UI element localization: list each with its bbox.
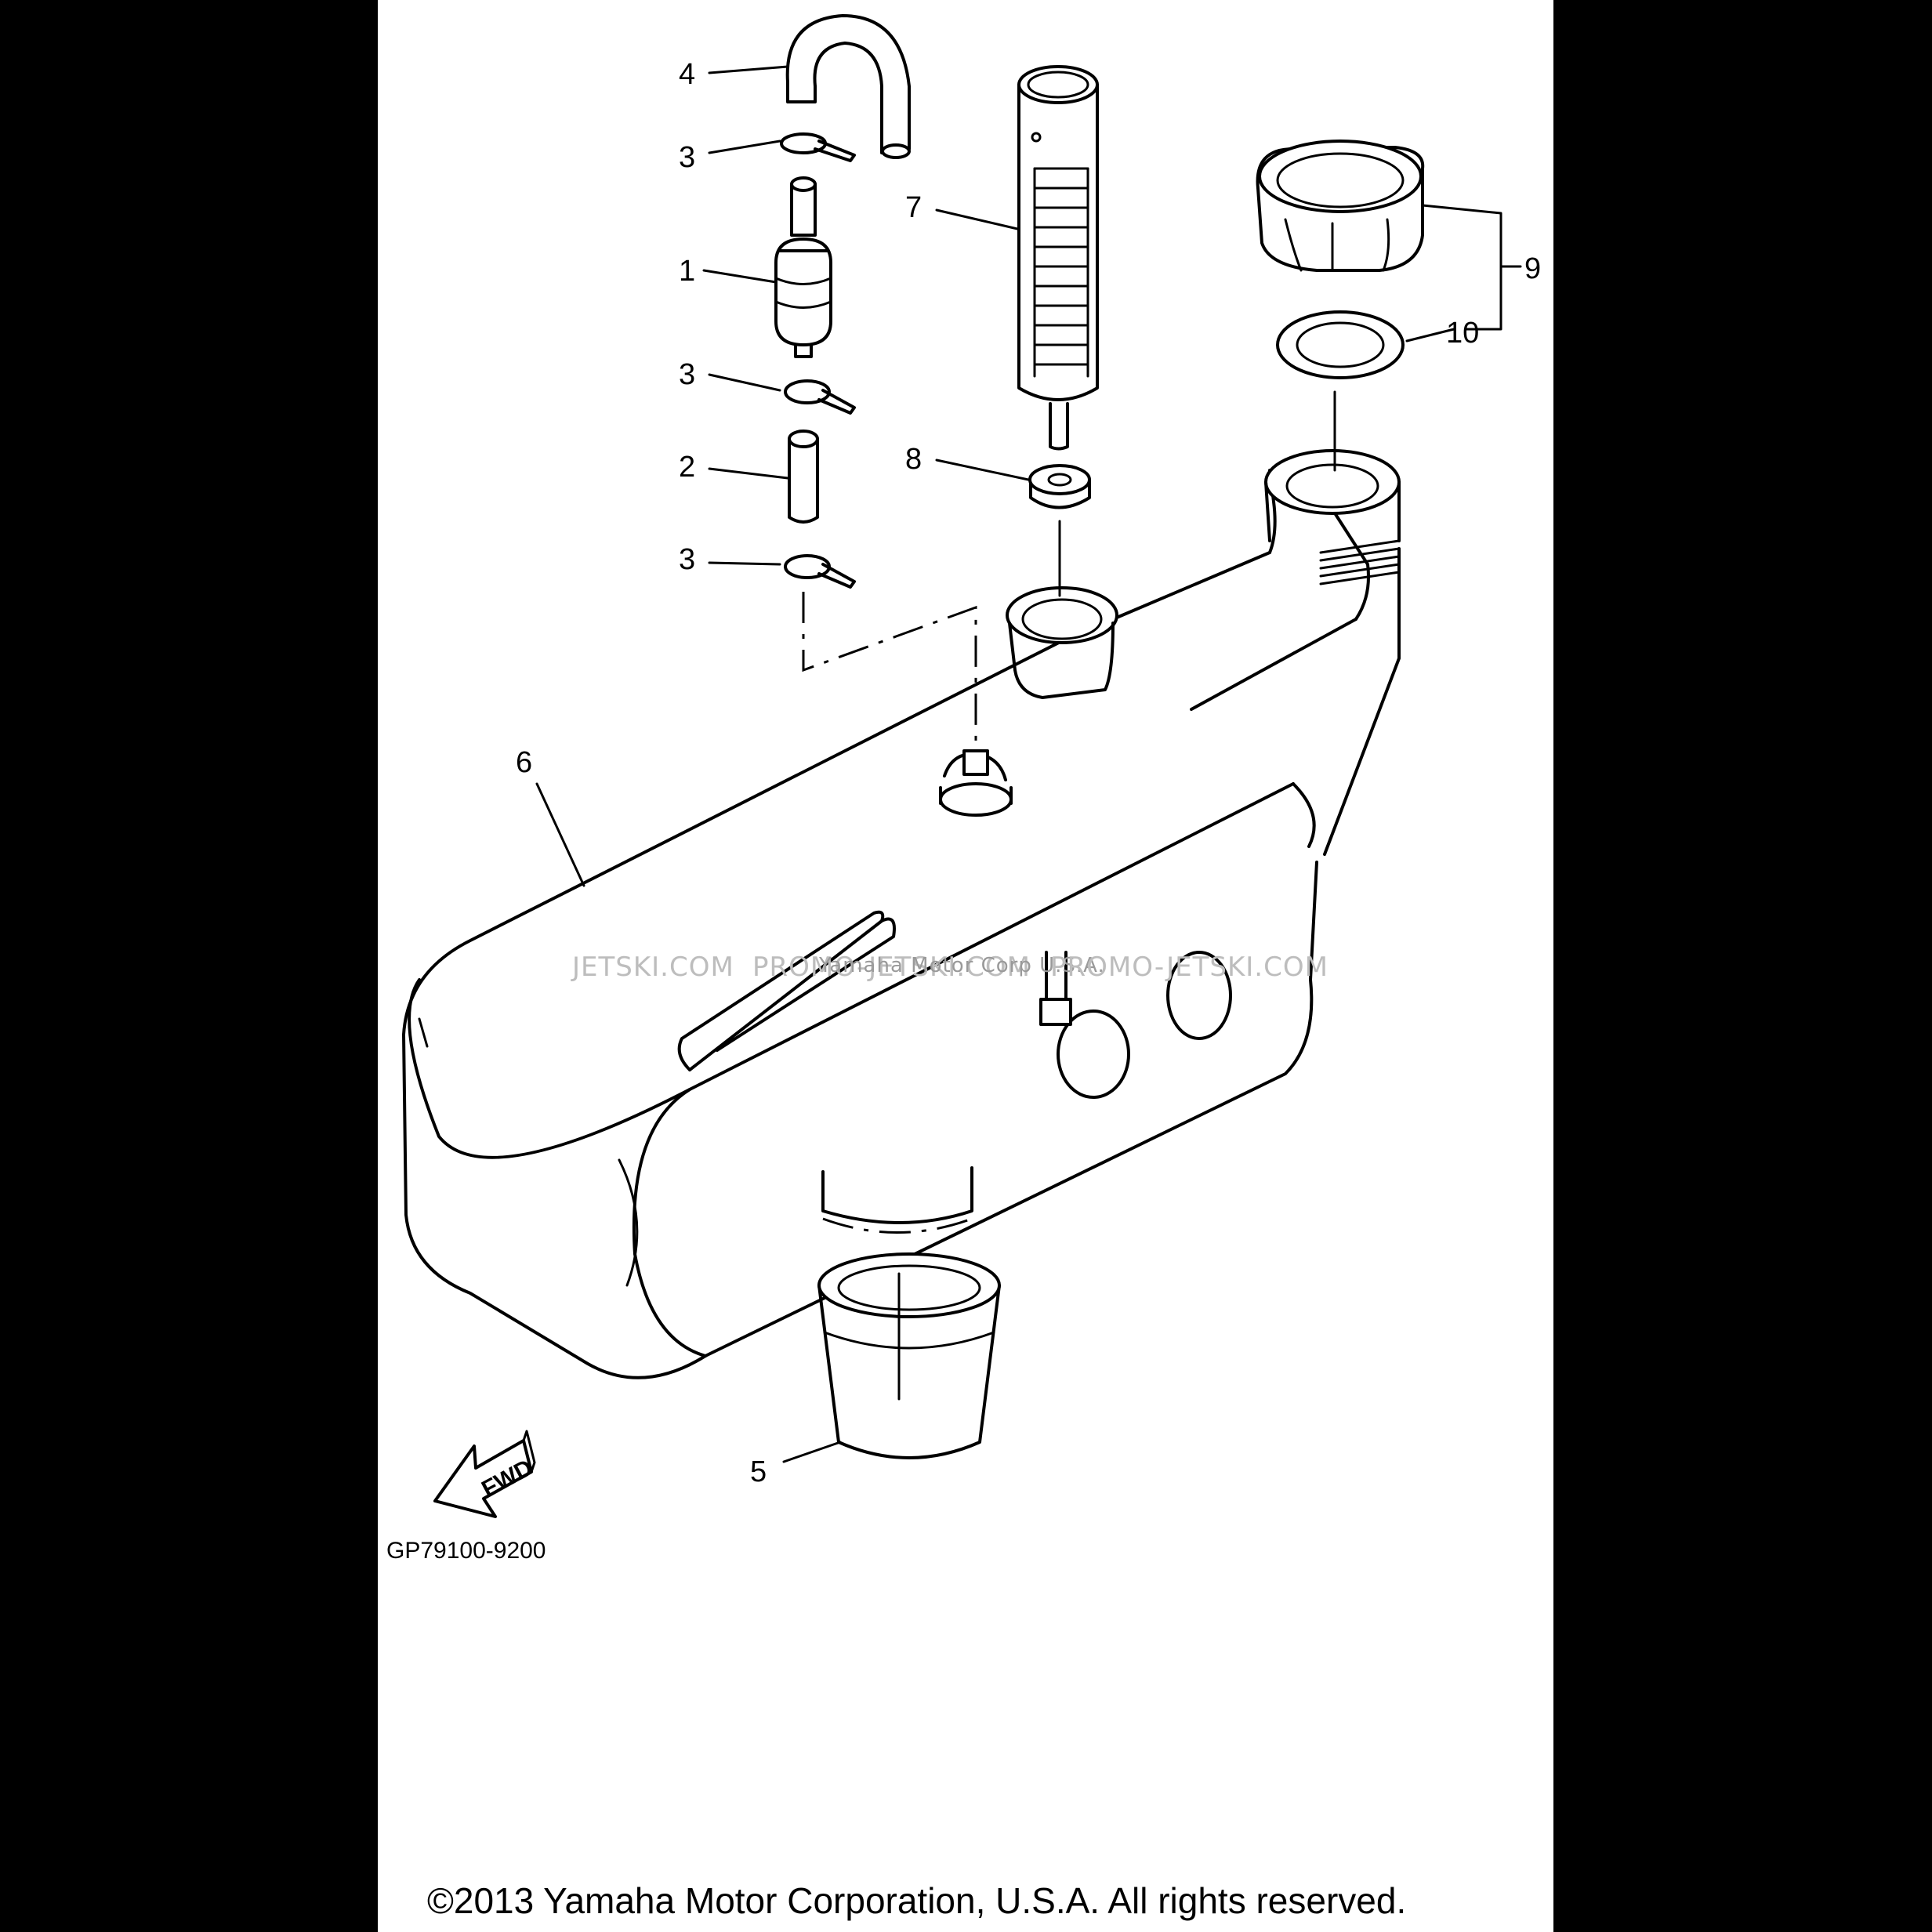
callout-9: 9 [1524, 252, 1541, 285]
callout-4: 4 [679, 58, 695, 91]
watermark-left: JETSKI.COM [571, 952, 734, 983]
copyright-notice: ©2013 Yamaha Motor Corporation, U.S.A. A… [427, 1880, 1406, 1921]
callout-10: 10 [1446, 317, 1479, 350]
hose-u-part-4 [785, 14, 911, 159]
callout-3-top: 3 [679, 141, 695, 174]
strainer-part-7 [1017, 65, 1099, 451]
watermark-overlay: Yamaha Motor Corp U.S.A. [818, 954, 1105, 977]
connection-line-filter [802, 592, 977, 749]
clip-part-3-mid [784, 379, 856, 415]
callout-1: 1 [679, 255, 695, 288]
cap-part-9 [1256, 140, 1425, 272]
callout-2: 2 [679, 451, 695, 484]
fwd-direction-arrow: FWD [433, 1430, 537, 1518]
watermark-middle: PROMO-JETSKI.COM [752, 952, 1031, 983]
grommet-part-8 [1028, 464, 1091, 509]
watermark-right: PROMO-JETSKI.COM [1050, 952, 1328, 983]
drawing-code: GP79100-9200 [386, 1538, 546, 1564]
gasket-part-10 [1276, 310, 1405, 379]
callout-8: 8 [905, 443, 922, 476]
callout-3-bottom: 3 [679, 543, 695, 576]
leader-lines [535, 65, 1522, 1463]
pipe-part-2 [788, 430, 819, 524]
clip-part-3-top [780, 132, 856, 162]
fuel-filter-part-1 [774, 176, 832, 358]
oil-tank-body [402, 449, 1401, 1379]
drain-cap-part-5 [817, 1252, 1001, 1459]
callout-6: 6 [516, 746, 532, 779]
callout-7: 7 [905, 191, 922, 224]
callout-3-mid: 3 [679, 358, 695, 391]
clip-part-3-bottom [784, 554, 856, 589]
callout-5: 5 [750, 1455, 767, 1488]
